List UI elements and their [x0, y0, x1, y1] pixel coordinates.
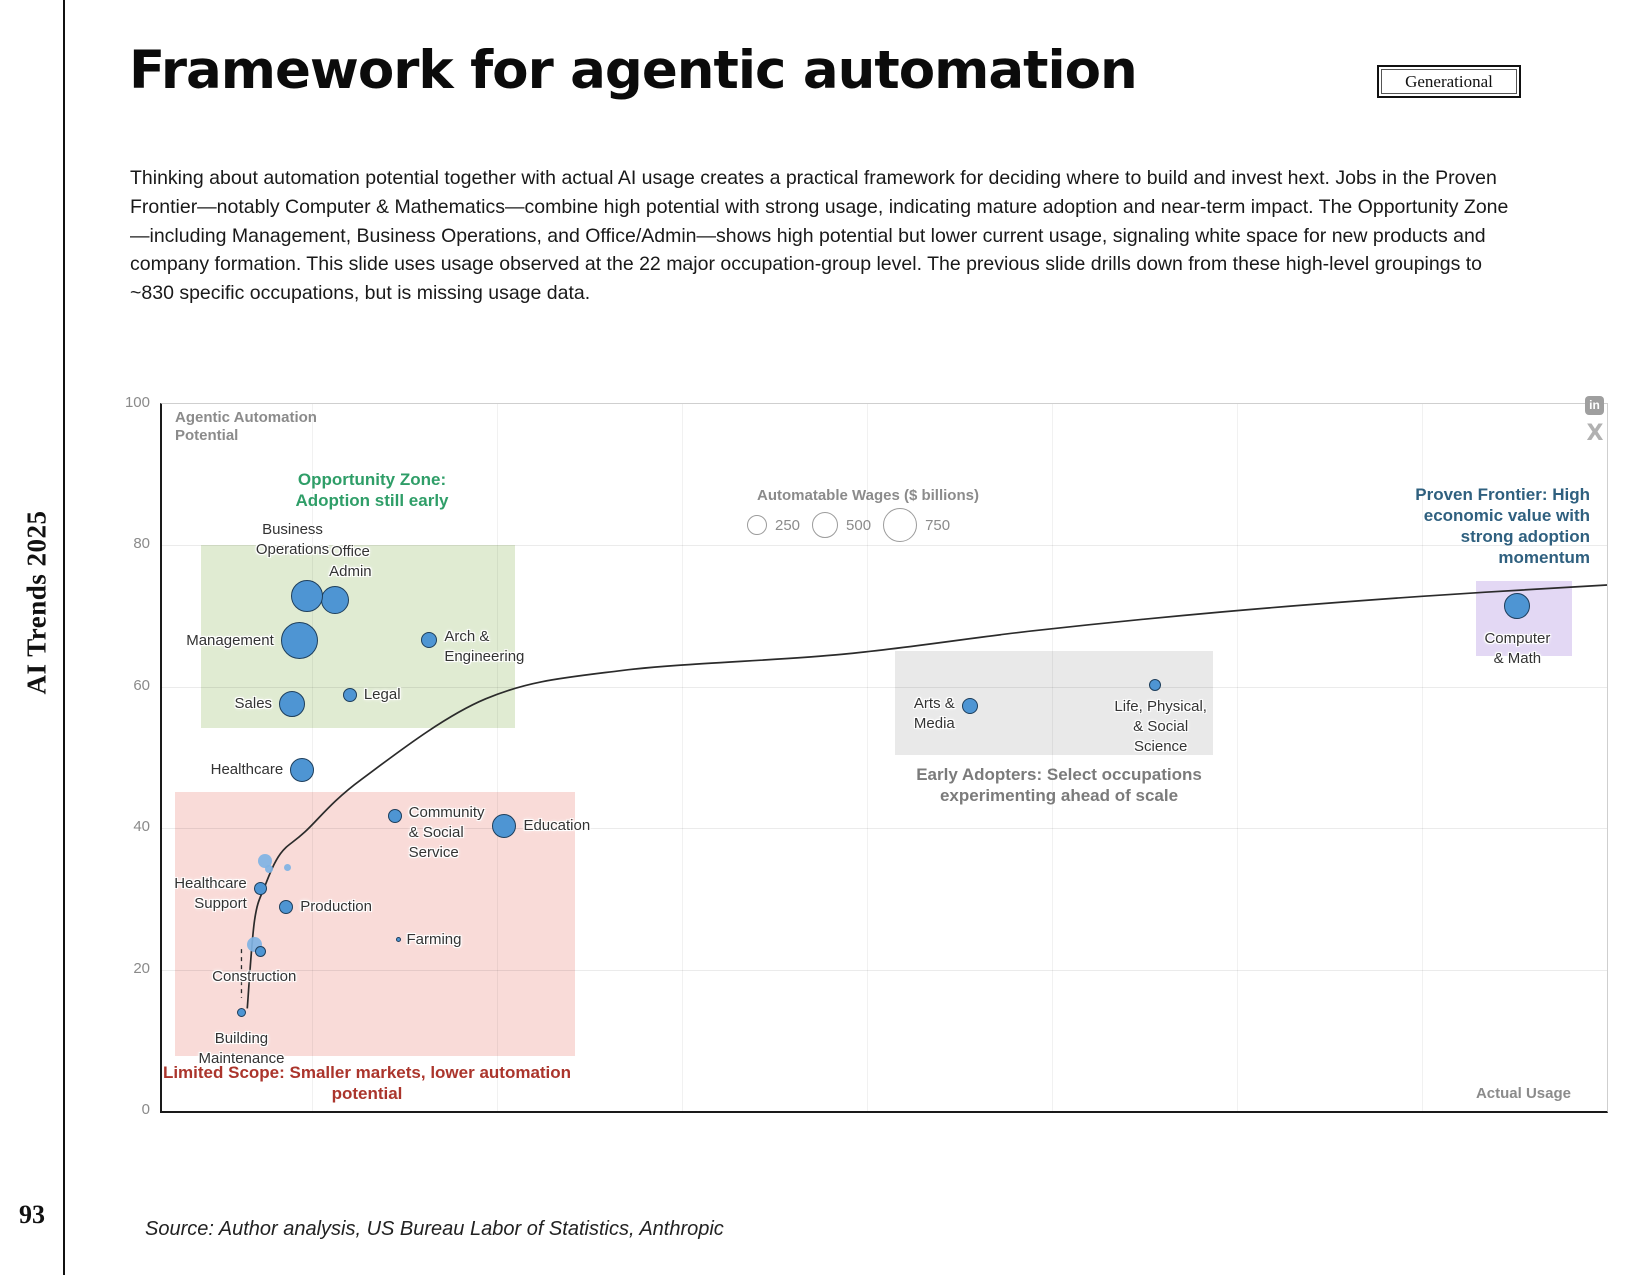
zone-caption-opportunity: Opportunity Zone: Adoption still early	[295, 470, 449, 510]
generational-badge: Generational	[1377, 65, 1521, 98]
bubble-label-arts-media: Arts & Media	[913, 694, 955, 732]
y-tick-100: 100	[124, 394, 150, 411]
legend-circle-500	[812, 512, 839, 538]
bubble-management	[280, 622, 318, 660]
gridline-y-80	[162, 545, 1607, 547]
x-twitter-icon[interactable]: X	[1586, 421, 1604, 446]
bubble-label-arch-engineering: Arch & Engineering	[444, 628, 525, 666]
bubble-education	[492, 814, 517, 839]
bubble-label-healthcare: Healthcare	[210, 761, 284, 779]
bubble-label-business-operations: Business Operations	[255, 521, 330, 559]
gridline-x-6	[1422, 404, 1424, 1111]
gridline-x-0	[312, 404, 314, 1111]
zone-early	[894, 650, 1213, 755]
bubble-construction	[254, 945, 266, 957]
bubble-unlabeled	[264, 865, 273, 874]
bubble-farming	[396, 937, 402, 943]
bubble-life-physical-social-science	[1148, 678, 1161, 691]
bubble-sales	[279, 690, 306, 717]
legend-value-500: 500	[846, 516, 872, 534]
gridline-x-5	[1237, 404, 1239, 1111]
y-axis-title: Agentic Automation Potential	[175, 409, 317, 444]
gridline-y-60	[162, 686, 1607, 688]
bubble-computer-math	[1504, 593, 1531, 620]
zone-proven	[1475, 580, 1573, 656]
legend-title: Automatable Wages ($ billions)	[757, 487, 979, 504]
bubble-label-office-admin: Office Admin	[329, 542, 372, 580]
gridline-x-4	[1052, 404, 1054, 1111]
bubble-production	[279, 899, 294, 914]
bubble-arch-engineering	[421, 632, 438, 649]
bubble-label-life-physical-social-science: Life, Physical, & Social Science	[1114, 697, 1207, 755]
y-tick-60: 60	[133, 676, 150, 694]
bubble-label-education: Education	[523, 817, 591, 835]
zone-caption-early: Early Adopters: Select occupations exper…	[916, 765, 1202, 805]
bubble-label-building-maintenance: Building Maintenance	[198, 1029, 285, 1067]
bubble-legal	[342, 688, 357, 703]
y-tick-20: 20	[133, 959, 150, 977]
legend-circle-250	[747, 515, 767, 535]
legend-circle-750	[883, 508, 918, 542]
gridline-y-40	[162, 828, 1607, 830]
edition-vertical-label: AI Trends 2025	[21, 510, 52, 695]
bubble-label-legal: Legal	[363, 686, 401, 704]
legend-value-250: 250	[775, 516, 801, 534]
bubble-unlabeled	[257, 853, 272, 868]
gridline-y-20	[162, 969, 1607, 971]
x-axis-title: Actual Usage	[1475, 1085, 1571, 1102]
bubble-size-legend: Automatable Wages ($ billions) 250 500 750	[747, 487, 979, 542]
bubble-community-social-service	[387, 809, 402, 824]
bubble-chart-plot: Agentic Automation Potential Actual Usag…	[160, 403, 1608, 1113]
bubble-unlabeled	[284, 864, 292, 872]
bubble-healthcare	[290, 758, 315, 783]
bubble-label-sales: Sales	[234, 694, 273, 712]
legend-items: 250 500 750	[747, 508, 979, 542]
zone-opportunity	[201, 545, 515, 728]
bubble-healthcare-support	[253, 881, 267, 895]
bubble-building-maintenance	[236, 1007, 246, 1017]
legend-value-750: 750	[925, 516, 951, 534]
left-edge-rule	[63, 0, 65, 1275]
bubble-label-computer-math: Computer & Math	[1484, 630, 1551, 668]
gridline-x-1	[497, 404, 499, 1111]
page-title: Framework for agentic automation	[129, 40, 1138, 101]
bubble-label-production: Production	[300, 897, 372, 915]
linkedin-icon[interactable]: in	[1585, 396, 1604, 415]
gridline-x-2	[682, 404, 684, 1111]
zone-caption-limited: Limited Scope: Smaller markets, lower au…	[162, 1063, 572, 1103]
bubble-label-management: Management	[186, 631, 274, 649]
page-number: 93	[19, 1200, 45, 1229]
bubble-arts-media	[961, 697, 978, 714]
bubble-label-community-social-service: Community & Social Service	[408, 804, 485, 862]
y-tick-40: 40	[133, 818, 150, 836]
bubble-business-operations	[290, 580, 323, 613]
y-tick-80: 80	[133, 535, 150, 553]
gridline-x-3	[867, 404, 869, 1111]
bubble-label-healthcare-support: Healthcare Support	[174, 875, 247, 913]
bubble-label-farming: Farming	[406, 930, 462, 948]
y-tick-0: 0	[141, 1101, 150, 1118]
intro-paragraph: Thinking about automation potential toge…	[130, 167, 1509, 305]
bubble-label-construction: Construction	[212, 967, 297, 985]
source-note: Source: Author analysis, US Bureau Labor…	[145, 1218, 724, 1240]
zone-caption-proven: Proven Frontier: High economic value wit…	[1415, 485, 1590, 567]
